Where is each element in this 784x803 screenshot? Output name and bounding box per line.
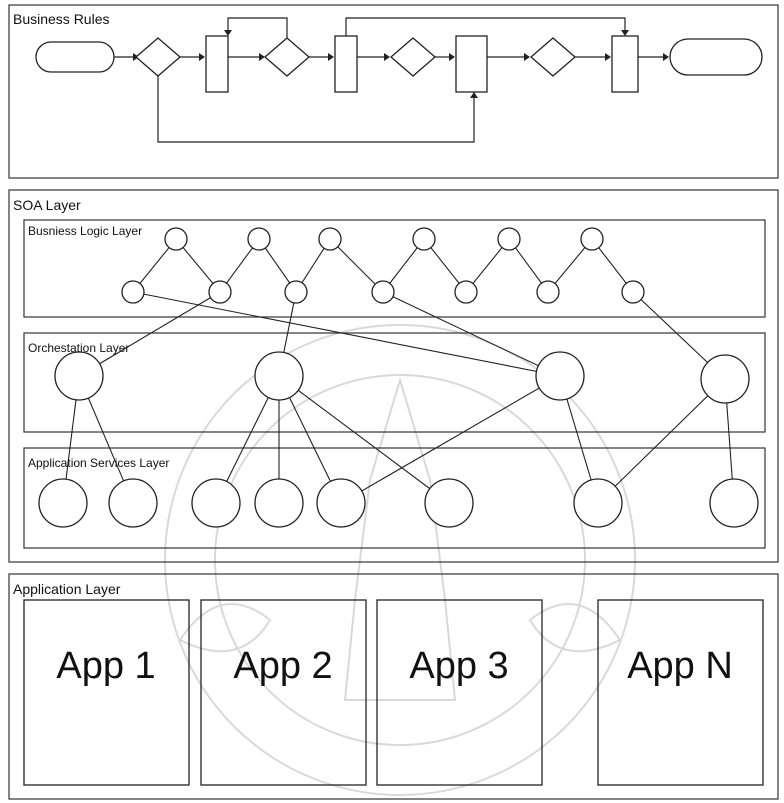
business-logic-node	[247, 227, 271, 251]
business-logic-node	[454, 280, 478, 304]
connector	[132, 291, 561, 377]
application-service-node	[316, 478, 366, 528]
soa-layer-section: SOA Layer Busniess Logic Layer Orchestat…	[8, 189, 779, 563]
arrow-head	[199, 53, 205, 61]
app-box	[597, 599, 764, 786]
arrow-head	[470, 92, 478, 98]
arrow-head	[259, 53, 265, 61]
connector	[597, 378, 726, 504]
orchestration-layer-panel	[23, 332, 766, 433]
process-box-4	[611, 35, 639, 93]
business-logic-node	[284, 280, 308, 304]
business-logic-node	[621, 280, 645, 304]
process-box-1	[205, 35, 229, 93]
business-rules-section: Business Rules	[8, 4, 779, 179]
decision-3	[390, 37, 436, 77]
orchestration-node	[700, 354, 750, 404]
business-logic-layer-title: Busniess Logic Layer	[28, 224, 142, 238]
business-logic-node	[318, 227, 342, 251]
arrow-head	[449, 53, 455, 61]
end-terminator	[669, 38, 763, 76]
arrow-head	[605, 53, 611, 61]
orchestration-node	[535, 351, 585, 401]
business-logic-nodes	[121, 227, 645, 304]
application-services-layer-title: Application Services Layer	[28, 456, 169, 470]
business-logic-node	[497, 227, 521, 251]
soa-layer-panel	[8, 189, 779, 563]
process-box-3	[455, 35, 488, 93]
decision-2	[264, 37, 310, 77]
connector	[382, 291, 561, 377]
watermark-seal	[164, 324, 636, 796]
application-service-node	[573, 478, 623, 528]
orchestration-node	[54, 351, 104, 401]
application-layer-title: Application Layer	[13, 581, 121, 597]
bypass-arrow	[157, 76, 475, 143]
app-box	[23, 599, 190, 786]
application-service-node	[709, 478, 759, 528]
arrow-head	[384, 53, 390, 61]
connector	[78, 291, 221, 377]
application-service-node	[191, 478, 241, 528]
start-terminator	[35, 41, 115, 73]
arrow-head	[524, 53, 530, 61]
business-logic-node	[208, 280, 232, 304]
business-logic-node	[121, 280, 145, 304]
application-service-nodes	[38, 478, 759, 528]
process-box-2	[334, 35, 358, 93]
application-service-node	[254, 478, 304, 528]
arrow-head	[224, 30, 232, 36]
business-logic-node	[580, 227, 604, 251]
arrow-head	[621, 30, 629, 36]
application-service-node	[424, 478, 474, 528]
orchestration-nodes	[54, 351, 750, 404]
orchestration-layer-title: Orchestation Layer	[28, 341, 129, 355]
connector	[340, 375, 561, 504]
arrow-head	[328, 53, 334, 61]
business-logic-node	[371, 280, 395, 304]
application-service-node	[38, 478, 88, 528]
application-layer-panel	[8, 573, 779, 800]
app-label: App 3	[409, 645, 508, 687]
soa-layer-title: SOA Layer	[13, 197, 81, 213]
app-box	[376, 599, 543, 786]
loop-back-arrow	[227, 17, 288, 38]
application-layer-section: Application Layer App 1 App 2 App 3 App …	[8, 573, 779, 800]
decision-1	[135, 37, 181, 77]
connector	[278, 375, 450, 504]
app-label: App 2	[233, 645, 332, 687]
jump-arrow	[345, 17, 626, 36]
business-logic-layer-panel	[23, 219, 766, 318]
business-rules-title: Business Rules	[13, 11, 110, 27]
business-logic-node	[164, 227, 188, 251]
app-label: App 1	[56, 645, 155, 687]
business-rules-panel	[8, 4, 779, 179]
process-flow	[35, 17, 763, 143]
arrow-head	[663, 53, 669, 61]
business-logic-node	[412, 227, 436, 251]
business-logic-node	[536, 280, 560, 304]
orchestration-node	[254, 351, 304, 401]
app-label: App N	[627, 645, 733, 687]
application-services-layer-panel	[23, 447, 766, 549]
decision-4	[530, 37, 576, 77]
application-service-node	[108, 478, 158, 528]
app-box	[200, 599, 367, 786]
